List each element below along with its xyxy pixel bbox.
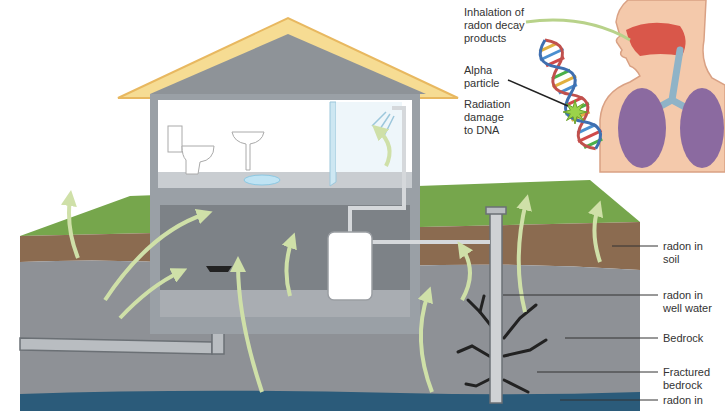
- shower-back: [336, 102, 402, 172]
- water-heater: [328, 232, 372, 300]
- crack: [504, 380, 528, 392]
- radon-arrow: [421, 294, 432, 392]
- water-pipe: [372, 240, 490, 244]
- leader-line: [565, 338, 658, 339]
- well: [486, 207, 506, 403]
- room: [158, 100, 412, 174]
- radon-arrows: [69, 130, 600, 392]
- floor-drain: [244, 175, 280, 185]
- callout-text: Alpha particle: [464, 64, 512, 90]
- leader-line: [508, 80, 568, 106]
- dna-strand: [535, 35, 606, 153]
- sink: [232, 132, 264, 170]
- person: [600, 0, 725, 172]
- callout-text: Bedrock: [663, 332, 715, 345]
- leader-line: [612, 246, 658, 247]
- well-pipe: [490, 213, 502, 403]
- leader-line: [560, 400, 658, 401]
- radon-arrow: [378, 130, 390, 166]
- crack: [480, 296, 484, 312]
- radon-arrow: [462, 248, 470, 300]
- basement: [160, 205, 410, 317]
- dna: [533, 35, 607, 155]
- callout-text: Radiation damage to DNA: [464, 98, 512, 137]
- lung: [680, 88, 724, 168]
- radon-arrow: [238, 264, 262, 392]
- groundwater: [20, 391, 640, 411]
- well-cap: [486, 207, 506, 214]
- damage-burst: [563, 100, 587, 124]
- callout-text: radon in well water: [663, 289, 715, 315]
- radon-arrow: [286, 240, 292, 296]
- water-pipe: [350, 108, 404, 232]
- radon-arrow: [594, 208, 600, 262]
- toilet: [182, 146, 214, 174]
- roof: [118, 18, 458, 98]
- callout-text: Inhalation of radon decay products: [464, 6, 528, 45]
- shower-glass: [330, 102, 336, 186]
- callout-text: radon in soil: [663, 240, 715, 266]
- radon-arrow: [69, 198, 78, 258]
- leader-line: [503, 295, 658, 296]
- crack: [504, 340, 546, 356]
- gable: [150, 34, 426, 94]
- radon-arrow: [120, 272, 180, 318]
- crack: [504, 305, 536, 338]
- pipe: [20, 338, 212, 354]
- dna-strand: [535, 35, 606, 153]
- tank: [168, 126, 182, 152]
- person-inset: [600, 0, 725, 172]
- house: [118, 18, 490, 334]
- leader-line: [526, 20, 630, 40]
- upper-wall: [150, 94, 420, 198]
- callout-text: Fractured bedrock: [663, 366, 715, 392]
- callout-text: radon in: [663, 394, 715, 407]
- leader-lines: [503, 20, 658, 400]
- lung: [618, 88, 666, 168]
- leader-line: [537, 372, 658, 373]
- sump: [206, 266, 232, 272]
